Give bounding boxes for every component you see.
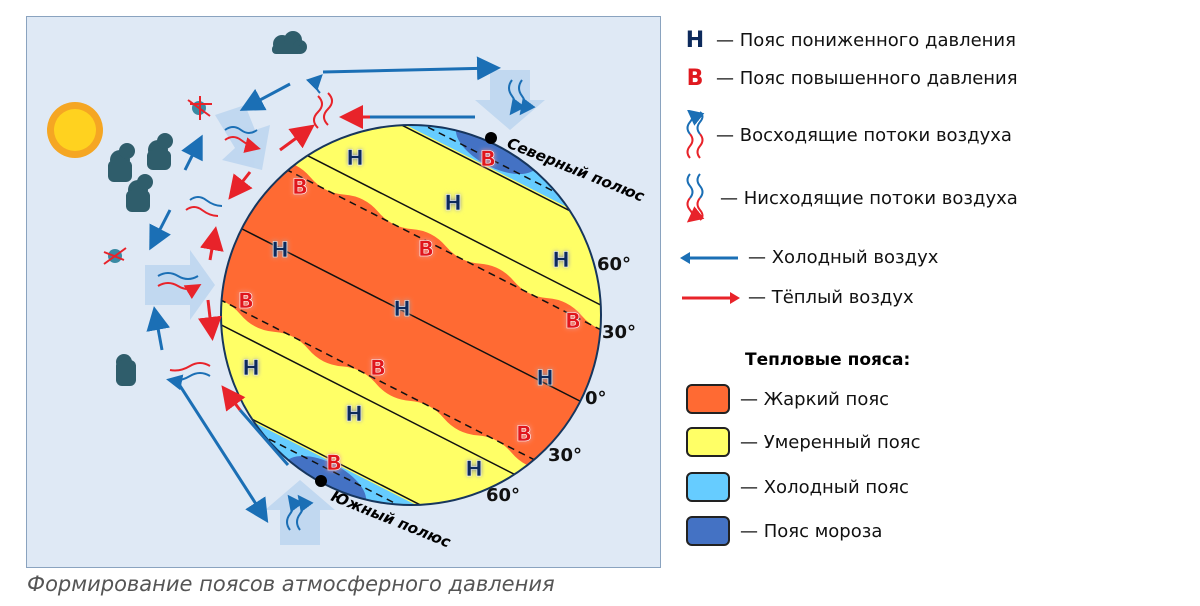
rain-cloud-icon bbox=[147, 133, 173, 170]
south-pole-dot bbox=[315, 475, 327, 487]
low-pressure-marker: Н bbox=[444, 191, 462, 215]
rising-air-flow bbox=[323, 92, 333, 126]
cold-air-arrow bbox=[238, 409, 290, 466]
low-pressure-marker: Н bbox=[271, 238, 289, 262]
warm-air-arrow bbox=[279, 124, 315, 152]
sun-icon bbox=[47, 102, 103, 158]
legend-zone-cold: — Холодный пояс bbox=[680, 472, 909, 502]
figure-caption: Формирование поясов атмосферного давлени… bbox=[27, 572, 555, 596]
rain-cloud-icon bbox=[108, 143, 135, 182]
rising-air-flow bbox=[286, 494, 304, 531]
cold-air-arrow bbox=[239, 82, 291, 111]
legend-zone-frost: — Пояс мороза bbox=[680, 516, 882, 546]
legend-zone-label: — Пояс мороза bbox=[740, 520, 883, 542]
legend-descending-air-label: — Нисходящие потоки воздуха bbox=[720, 187, 1018, 209]
low-pressure-marker: Н bbox=[552, 248, 570, 272]
legend-cold-air: — Холодный воздух bbox=[680, 247, 938, 268]
warm-air-arrow bbox=[228, 171, 253, 200]
legend-cold-air-label: — Холодный воздух bbox=[748, 247, 939, 268]
high-pressure-marker: В bbox=[565, 309, 581, 333]
high-pressure-marker: В bbox=[370, 356, 386, 380]
cold-air-arrow bbox=[149, 209, 172, 251]
hot-zone-swatch bbox=[686, 384, 730, 414]
cold-air-arrow bbox=[173, 377, 269, 524]
cold-air-arrow-icon bbox=[680, 251, 738, 264]
cold-air-arrow bbox=[181, 134, 203, 171]
descending-air-flow bbox=[508, 79, 526, 116]
low-pressure-marker: Н bbox=[536, 366, 554, 390]
flow-arrow bbox=[145, 250, 215, 320]
low-pressure-marker: Н bbox=[346, 146, 364, 170]
latitude-label-0: 0° bbox=[585, 388, 607, 409]
rain-cloud-icon bbox=[126, 174, 153, 212]
legend-warm-air-label: — Тёплый воздух bbox=[748, 287, 914, 308]
low-pressure-marker: Н bbox=[393, 297, 411, 321]
legend-zone-label: — Жаркий пояс bbox=[740, 388, 890, 410]
cold-air-arrow bbox=[146, 306, 171, 351]
legend-zone-hot: — Жаркий пояс bbox=[680, 384, 889, 414]
high-pressure-marker: В bbox=[418, 237, 434, 261]
latitude-label-60s: 60° bbox=[486, 485, 520, 506]
high-pressure-marker: В bbox=[292, 175, 308, 199]
low-pressure-marker: Н bbox=[345, 402, 363, 426]
high-pressure-symbol: В bbox=[686, 66, 704, 91]
high-pressure-marker: В bbox=[516, 422, 532, 446]
descending-flow-arrow bbox=[475, 70, 545, 130]
rain-cloud-icon bbox=[116, 354, 136, 386]
legend-rising-air-label: — Восходящие потоки воздуха bbox=[716, 124, 1012, 146]
warm-air-arrow bbox=[200, 226, 224, 261]
latitude-label-30n: 30° bbox=[602, 322, 636, 343]
rain-cloud-icon bbox=[272, 31, 307, 54]
rising-air-icon bbox=[686, 110, 705, 159]
legend-zone-temperate: — Умеренный пояс bbox=[680, 427, 921, 457]
pressure-belts-diagram: Северный полюс Южный полюс 60° 30° 0° 30… bbox=[26, 16, 661, 568]
crossed-cloud-icon bbox=[187, 96, 212, 120]
latitude-label-30s: 30° bbox=[548, 445, 582, 466]
legend-warm-air: — Тёплый воздух bbox=[680, 287, 914, 308]
warm-air-arrow bbox=[221, 385, 246, 412]
low-pressure-marker: Н bbox=[465, 457, 483, 481]
high-pressure-marker: В bbox=[238, 289, 254, 313]
warm-air-arrow-icon bbox=[682, 291, 740, 304]
descending-flow-arrow bbox=[215, 105, 270, 170]
legend-descending-air: — Нисходящие потоки воздуха bbox=[680, 172, 1018, 224]
low-pressure-marker: Н bbox=[242, 356, 260, 380]
cold-zone-swatch bbox=[686, 472, 730, 502]
legend-high-pressure-label: — Пояс повышенного давления bbox=[716, 68, 1018, 89]
low-pressure-symbol: Н bbox=[685, 28, 705, 53]
legend-low-pressure: Н — Пояс пониженного давления bbox=[680, 28, 1016, 53]
legend-high-pressure: В — Пояс повышенного давления bbox=[680, 66, 1018, 91]
temperate-zone-swatch bbox=[686, 427, 730, 457]
warm-air-arrow bbox=[198, 299, 222, 341]
frost-zone-swatch bbox=[686, 516, 730, 546]
descending-air-icon bbox=[686, 173, 705, 223]
legend-zone-label: — Умеренный пояс bbox=[740, 431, 921, 453]
high-pressure-marker: В bbox=[480, 147, 496, 171]
high-pressure-marker: В bbox=[326, 451, 342, 475]
legend-rising-air: — Восходящие потоки воздуха bbox=[680, 110, 1012, 160]
zones-heading: Тепловые пояса: bbox=[745, 350, 911, 370]
latitude-label-60n: 60° bbox=[597, 254, 631, 275]
cold-air-arrow bbox=[322, 56, 501, 81]
legend-zone-label: — Холодный пояс bbox=[740, 476, 909, 498]
north-pole-dot bbox=[485, 132, 497, 144]
legend-low-pressure-label: — Пояс пониженного давления bbox=[716, 30, 1016, 51]
crossed-cloud-icon bbox=[103, 247, 127, 265]
